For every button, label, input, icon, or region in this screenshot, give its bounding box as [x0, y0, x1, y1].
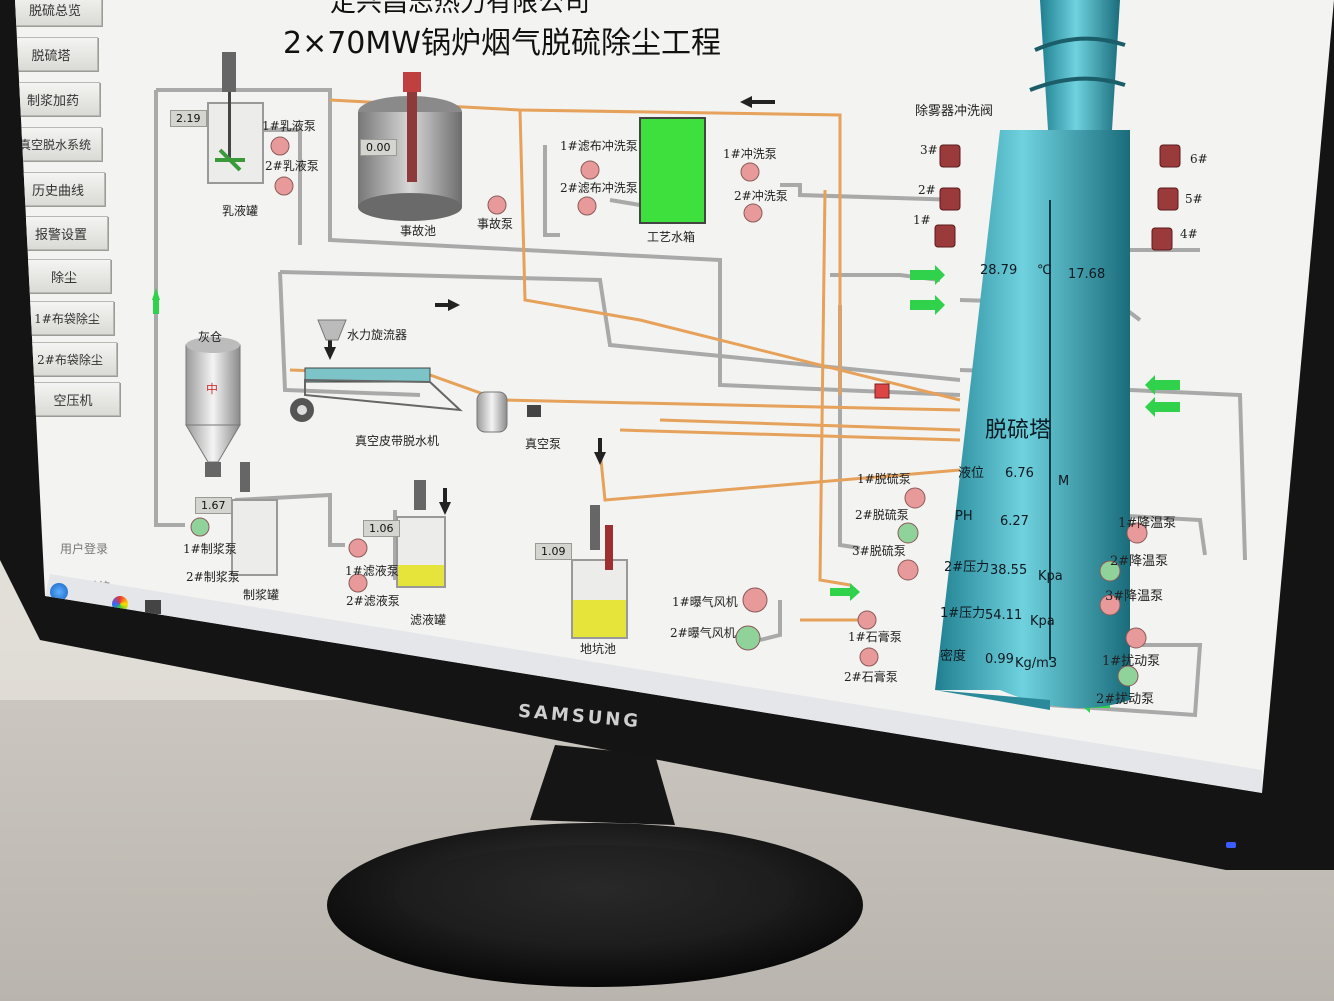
- density-value: 0.99: [985, 652, 1014, 667]
- wash-pump-2-label: 2#冲洗泵: [734, 189, 788, 203]
- page-title-company: 定兴昌志热力有限公司: [330, 0, 591, 18]
- accident-pool-level: 0.00: [360, 139, 397, 156]
- desulf-pump-3-label: 3#脱硫泵: [852, 544, 906, 558]
- slurry-pump-2-label: 2#制浆泵: [186, 570, 240, 584]
- nav-dust-removal[interactable]: 除尘: [17, 259, 111, 293]
- valve-4-label: 4#: [1180, 227, 1198, 241]
- pit-label: 地坑池: [580, 642, 617, 656]
- stir-pump-1-label: 1#扰动泵: [1102, 654, 1161, 669]
- tower-temp-out: 17.68: [1068, 267, 1106, 282]
- pressure-1-unit: Kpa: [1030, 614, 1055, 629]
- tower-level-value: 6.76: [1005, 466, 1034, 481]
- nav-alarm-settings[interactable]: 报警设置: [14, 216, 108, 250]
- tower-level-label: 液位: [958, 466, 985, 481]
- ash-silo-mark: 中: [206, 382, 219, 396]
- ash-silo-label: 灰仓: [198, 330, 223, 344]
- pressure-1-label: 1#压力: [940, 606, 986, 621]
- density-unit: Kg/m3: [1015, 656, 1058, 671]
- density-label: 密度: [940, 649, 967, 664]
- ph-value: 6.27: [1000, 514, 1029, 529]
- valve-3-label: 3#: [920, 143, 938, 157]
- page-title-project: 2×70MW锅炉烟气脱硫除尘工程: [283, 26, 721, 61]
- pressure-2-value: 38.55: [990, 563, 1028, 578]
- demister-valve-label: 除雾器冲洗阀: [915, 104, 994, 119]
- slurry-tank-level: 1.67: [195, 497, 232, 514]
- blower-2-label: 2#曝气风机: [670, 626, 736, 640]
- filtrate-pump-2-label: 2#滤液泵: [346, 594, 400, 608]
- nav-tower[interactable]: 脱硫塔: [4, 37, 98, 71]
- desulf-pump-1-label: 1#脱硫泵: [857, 472, 911, 486]
- slurry-tank-label: 制浆罐: [243, 588, 280, 602]
- pit-level: 1.09: [535, 543, 572, 560]
- slurry-pump-1-label: 1#制浆泵: [183, 542, 237, 556]
- gypsum-pump-1-label: 1#石膏泵: [848, 630, 902, 644]
- wash-pump-1-label: 1#冲洗泵: [723, 147, 777, 161]
- vacuum-belt-label: 真空皮带脱水机: [355, 434, 440, 448]
- process-tank-label: 工艺水箱: [647, 230, 696, 244]
- filter-wash-pump-2-label: 2#滤布冲洗泵: [560, 181, 638, 195]
- filtrate-tank-level: 1.06: [363, 520, 400, 537]
- filtrate-tank-label: 滤液罐: [410, 613, 447, 627]
- valve-1-label: 1#: [913, 213, 931, 227]
- pressure-2-unit: Kpa: [1038, 569, 1063, 584]
- milk-tank-level: 2.19: [170, 110, 207, 127]
- filter-wash-pump-1-label: 1#滤布冲洗泵: [560, 139, 638, 153]
- desulf-pump-2-label: 2#脱硫泵: [855, 508, 909, 522]
- nav-history-curve[interactable]: 历史曲线: [11, 172, 105, 206]
- filtrate-pump-1-label: 1#滤液泵: [345, 564, 399, 578]
- vacuum-pump-label: 真空泵: [525, 437, 562, 451]
- power-led: [1226, 842, 1236, 848]
- nav-bag-filter-1[interactable]: 1#布袋除尘: [20, 301, 114, 335]
- login-button[interactable]: 用户登录: [60, 542, 109, 556]
- tower-level-unit: M: [1058, 474, 1070, 489]
- nav-air-compressor[interactable]: 空压机: [26, 382, 120, 416]
- valve-2-label: 2#: [918, 183, 936, 197]
- ph-label: PH: [955, 509, 973, 524]
- accident-pool-label: 事故池: [400, 224, 437, 238]
- start-icon[interactable]: [50, 583, 68, 601]
- milk-pump-1-label: 1#乳液泵: [262, 119, 316, 133]
- cool-pump-1-label: 1#降温泵: [1118, 516, 1177, 531]
- valve-6-label: 6#: [1190, 152, 1208, 166]
- blower-1-label: 1#曝气风机: [672, 595, 738, 609]
- tower-temp-unit: ℃: [1037, 263, 1052, 278]
- tower-temp-in: 28.79: [980, 263, 1018, 278]
- app-icon[interactable]: [145, 600, 161, 614]
- cool-pump-3-label: 3#降温泵: [1105, 589, 1164, 604]
- milk-tank-label: 乳液罐: [222, 204, 259, 218]
- pressure-1-value: 54.11: [985, 608, 1023, 623]
- tower-label: 脱硫塔: [985, 418, 1052, 443]
- nav-slurry-dosing[interactable]: 制浆加药: [6, 82, 100, 116]
- valve-5-label: 5#: [1185, 192, 1203, 206]
- hydrocyclone-label: 水力旋流器: [347, 328, 408, 342]
- milk-pump-2-label: 2#乳液泵: [265, 159, 319, 173]
- cool-pump-2-label: 2#降温泵: [1110, 554, 1169, 569]
- accident-pump-label: 事故泵: [477, 217, 514, 231]
- gypsum-pump-2-label: 2#石膏泵: [844, 670, 898, 684]
- monitor-stand: [327, 745, 863, 987]
- nav-bag-filter-2[interactable]: 2#布袋除尘: [23, 342, 117, 376]
- stir-pump-2-label: 2#扰动泵: [1096, 692, 1155, 707]
- nav-vacuum-dewater[interactable]: 真空脱水系统: [8, 127, 102, 161]
- pressure-2-label: 2#压力: [944, 560, 990, 575]
